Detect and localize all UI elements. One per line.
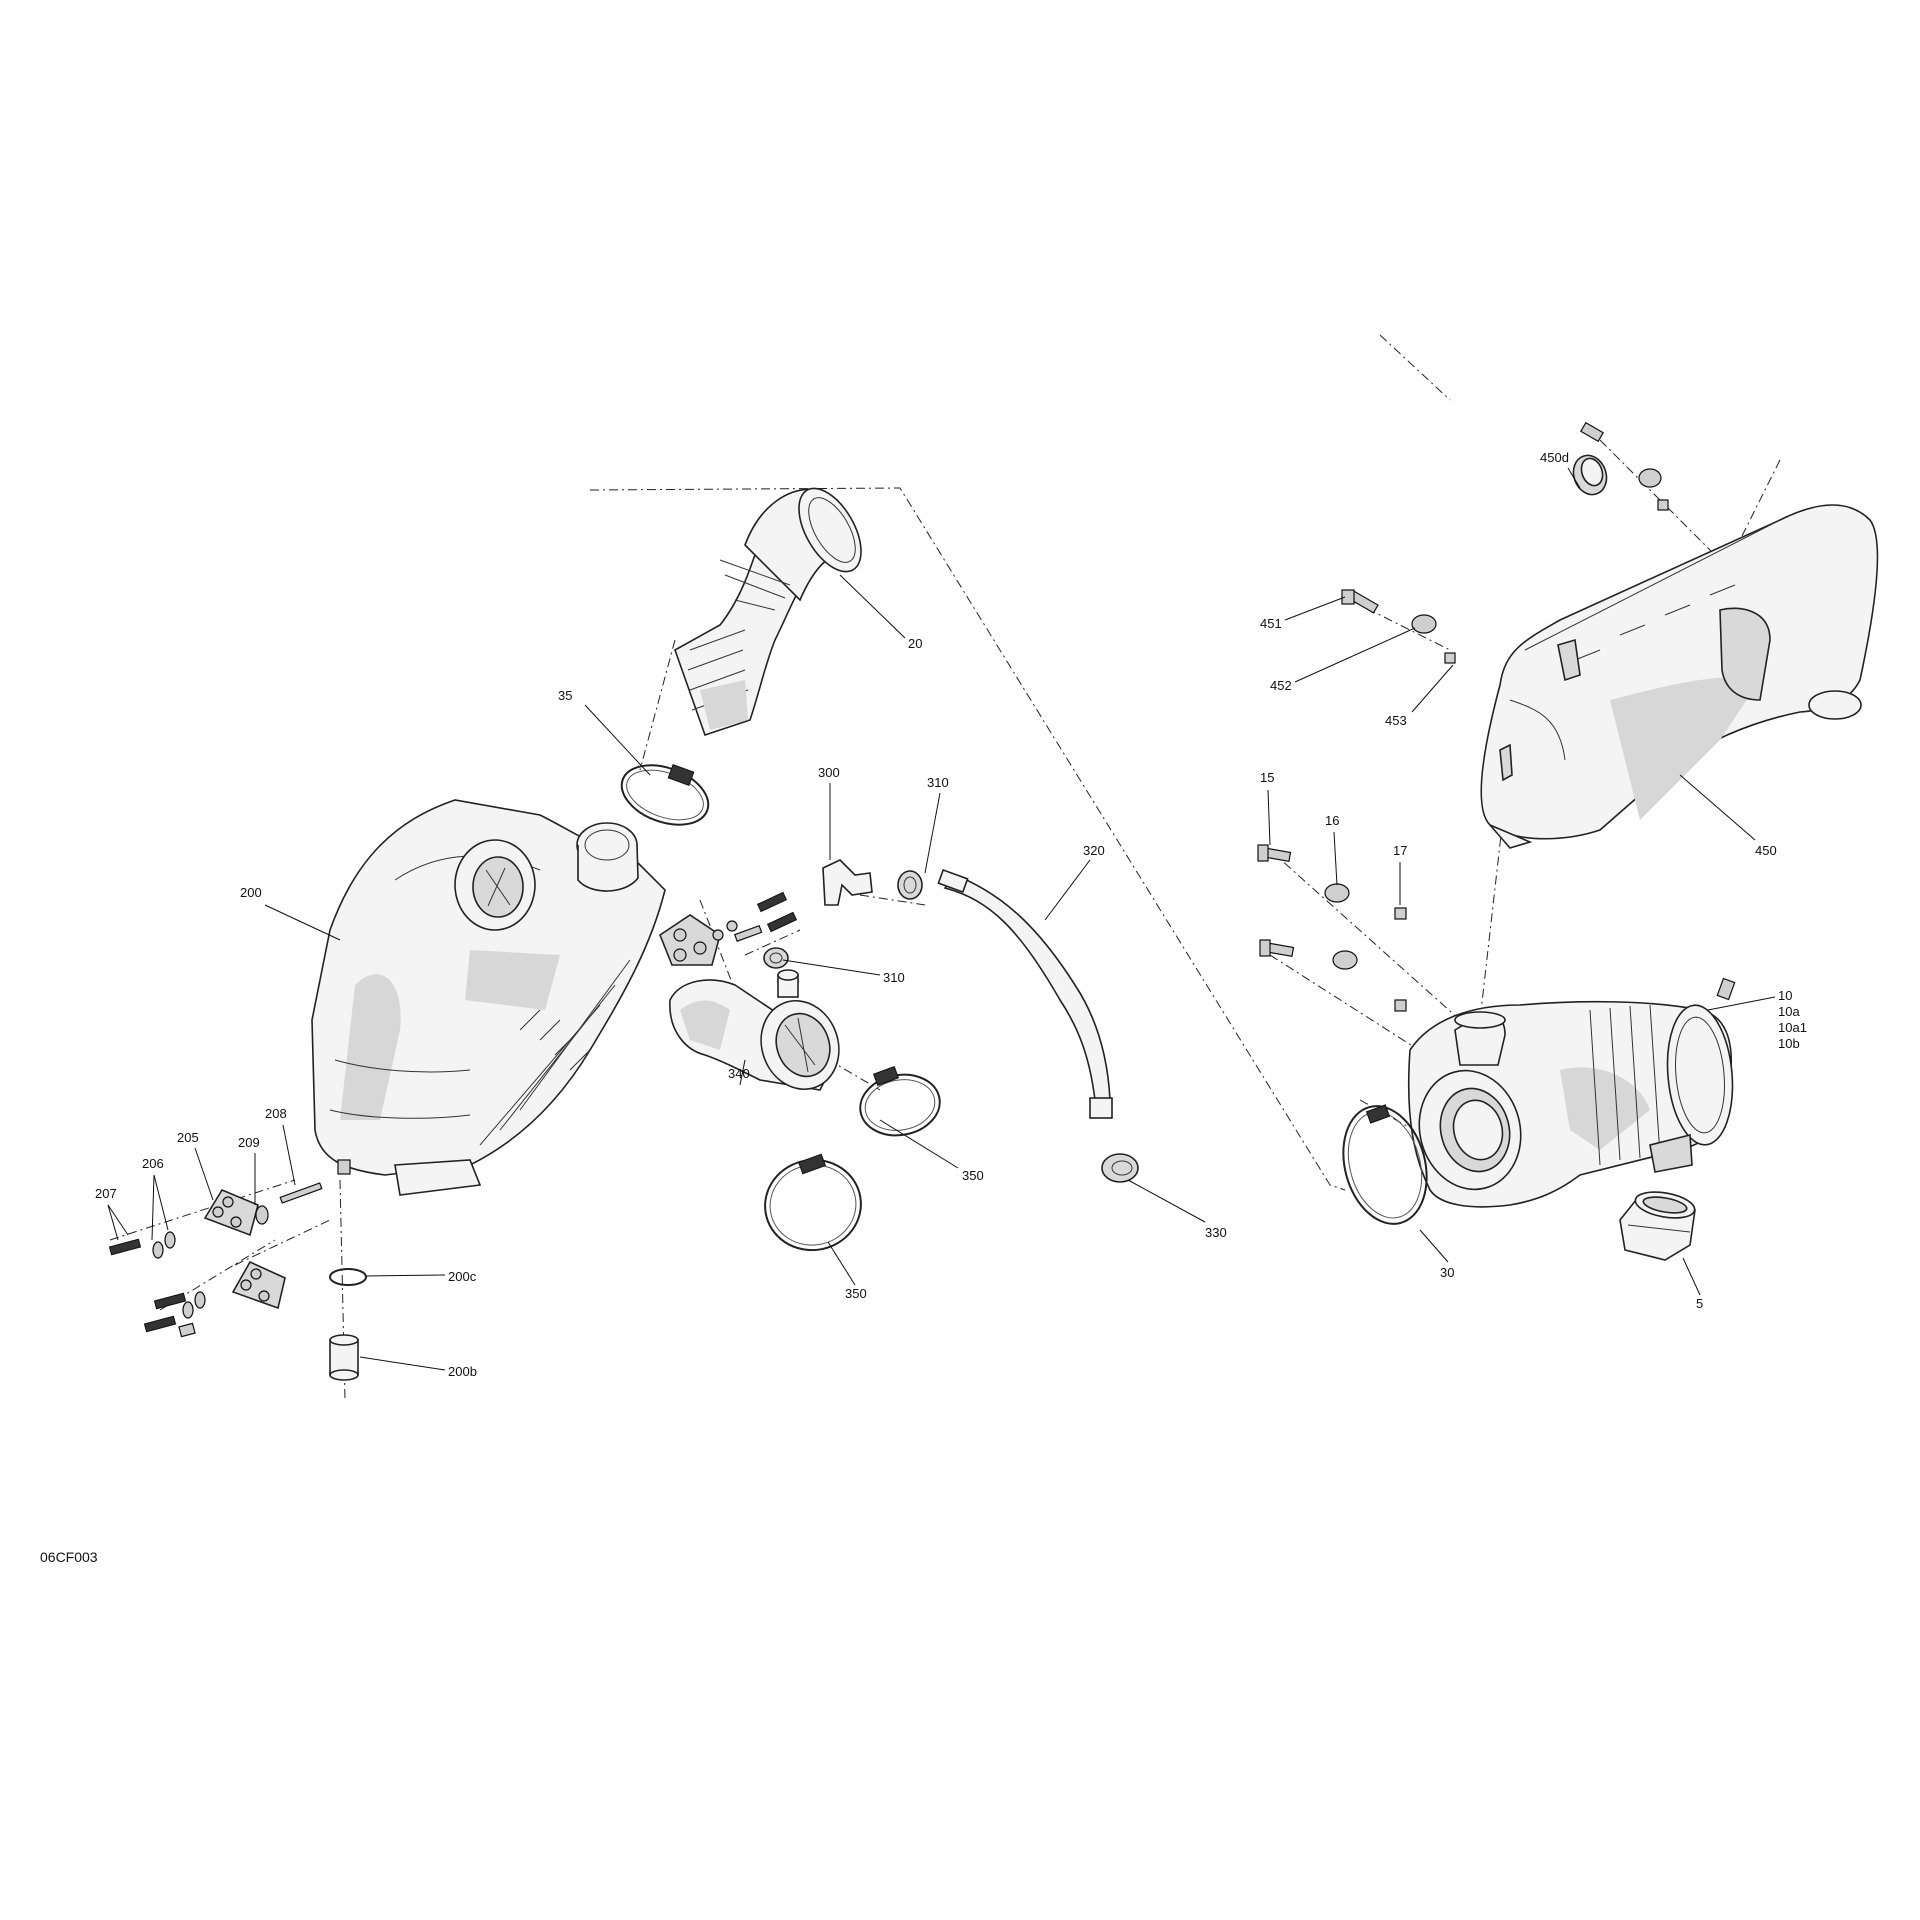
leader-lines <box>107 467 1776 1371</box>
part-206-washers <box>152 1231 206 1319</box>
callout-452: 452 <box>1270 678 1292 693</box>
callout-labels: 20 35 200 300 310 310 320 340 350 350 33… <box>40 450 1807 1565</box>
assembly-lines <box>109 334 1781 1401</box>
part-20-intake-duct <box>674 487 862 737</box>
part-208-long-bolt <box>279 1182 323 1204</box>
part-5-boot <box>1619 1191 1696 1261</box>
callout-310-lower: 310 <box>883 970 905 985</box>
part-340-intake-adapter <box>669 969 840 1091</box>
callout-320: 320 <box>1083 843 1105 858</box>
callout-30: 30 <box>1440 1265 1454 1280</box>
callout-208: 208 <box>265 1106 287 1121</box>
part-450-airbox-cover <box>1480 504 1879 849</box>
callout-35: 35 <box>558 688 572 703</box>
callout-5: 5 <box>1696 1296 1703 1311</box>
part-310-clamp-lower <box>763 947 789 969</box>
callout-16: 16 <box>1325 813 1339 828</box>
callout-450: 450 <box>1755 843 1777 858</box>
callout-350-upper: 350 <box>962 1168 984 1183</box>
part-10-air-filter-housing <box>1407 977 1736 1208</box>
part-35-clamp <box>620 764 710 826</box>
callout-200c: 200c <box>448 1269 477 1284</box>
callout-350-lower: 350 <box>845 1286 867 1301</box>
part-350-clamp-upper <box>859 1065 941 1137</box>
part-350-clamp-lower <box>764 1153 862 1252</box>
part-330-clamp <box>1101 1153 1139 1183</box>
part-200c-spring-clip <box>329 1268 367 1286</box>
part-451-bolt <box>1341 589 1379 614</box>
callout-453: 453 <box>1385 713 1407 728</box>
part-450-top-hardware <box>1580 421 1669 511</box>
part-205-mount-bracket-lower <box>231 1260 286 1310</box>
callout-206: 206 <box>142 1156 164 1171</box>
part-15-bolts <box>1257 844 1295 958</box>
callout-340: 340 <box>728 1066 750 1081</box>
part-17-nuts <box>1394 907 1407 1012</box>
callout-10b: 10b <box>1778 1036 1800 1051</box>
part-300-elbow-fitting <box>756 859 873 933</box>
callout-205: 205 <box>177 1130 199 1145</box>
part-16-washers <box>1324 883 1358 970</box>
part-200b-sleeve <box>329 1334 359 1381</box>
part-200-airbox <box>311 799 666 1196</box>
part-452-washer <box>1411 614 1437 634</box>
callout-200: 200 <box>240 885 262 900</box>
part-30-clamp <box>1342 1104 1428 1225</box>
callout-450d: 450d <box>1540 450 1569 465</box>
figure-code: 06CF003 <box>40 1549 98 1565</box>
callout-451: 451 <box>1260 616 1282 631</box>
callout-10a: 10a <box>1778 1004 1800 1019</box>
part-450d-grommet <box>1572 454 1608 496</box>
callout-330: 330 <box>1205 1225 1227 1240</box>
callout-200b: 200b <box>448 1364 477 1379</box>
callout-10: 10 <box>1778 988 1792 1003</box>
callout-209: 209 <box>238 1135 260 1150</box>
part-207-bolts <box>108 1238 196 1338</box>
callout-10a1: 10a1 <box>1778 1020 1807 1035</box>
callout-15: 15 <box>1260 770 1274 785</box>
part-205-mount-bracket-upper <box>203 1188 259 1237</box>
part-310-clamp-upper <box>897 870 923 900</box>
callout-20: 20 <box>908 636 922 651</box>
part-300-bracket <box>659 914 763 966</box>
part-320-breather-hose <box>937 868 1113 1119</box>
part-453-nut <box>1444 652 1456 664</box>
callout-17: 17 <box>1393 843 1407 858</box>
callout-207: 207 <box>95 1186 117 1201</box>
callout-310-upper: 310 <box>927 775 949 790</box>
part-209-washer <box>255 1205 269 1225</box>
callout-300: 300 <box>818 765 840 780</box>
